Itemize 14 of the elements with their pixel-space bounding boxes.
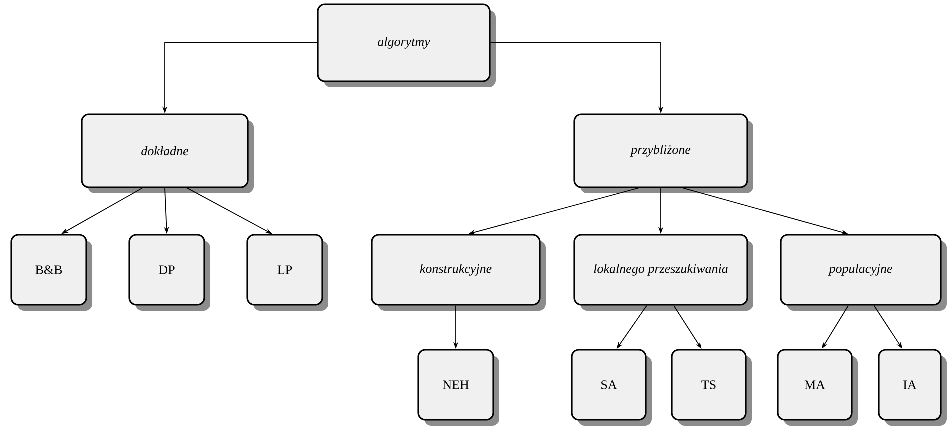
algorithm-box: SA <box>571 349 652 426</box>
category-box: dokładne <box>81 114 254 194</box>
category-box: lokalnego przeszukiwania <box>574 234 754 311</box>
algorithm-box: TS <box>671 349 752 426</box>
algorithm-box: MA <box>777 349 858 426</box>
algorithm-box: IA <box>878 349 947 426</box>
algorithm-box: DP <box>128 234 210 311</box>
category-box: konstrukcyjne <box>371 234 546 311</box>
category-box: przybliżone <box>574 114 754 194</box>
category-box: algorytmy <box>317 4 496 88</box>
category-box: populacyjne <box>780 234 947 311</box>
algorithm-box: LP <box>246 234 328 311</box>
algorithm-box: B&B <box>10 234 93 311</box>
algorithm-box: NEH <box>418 349 500 426</box>
